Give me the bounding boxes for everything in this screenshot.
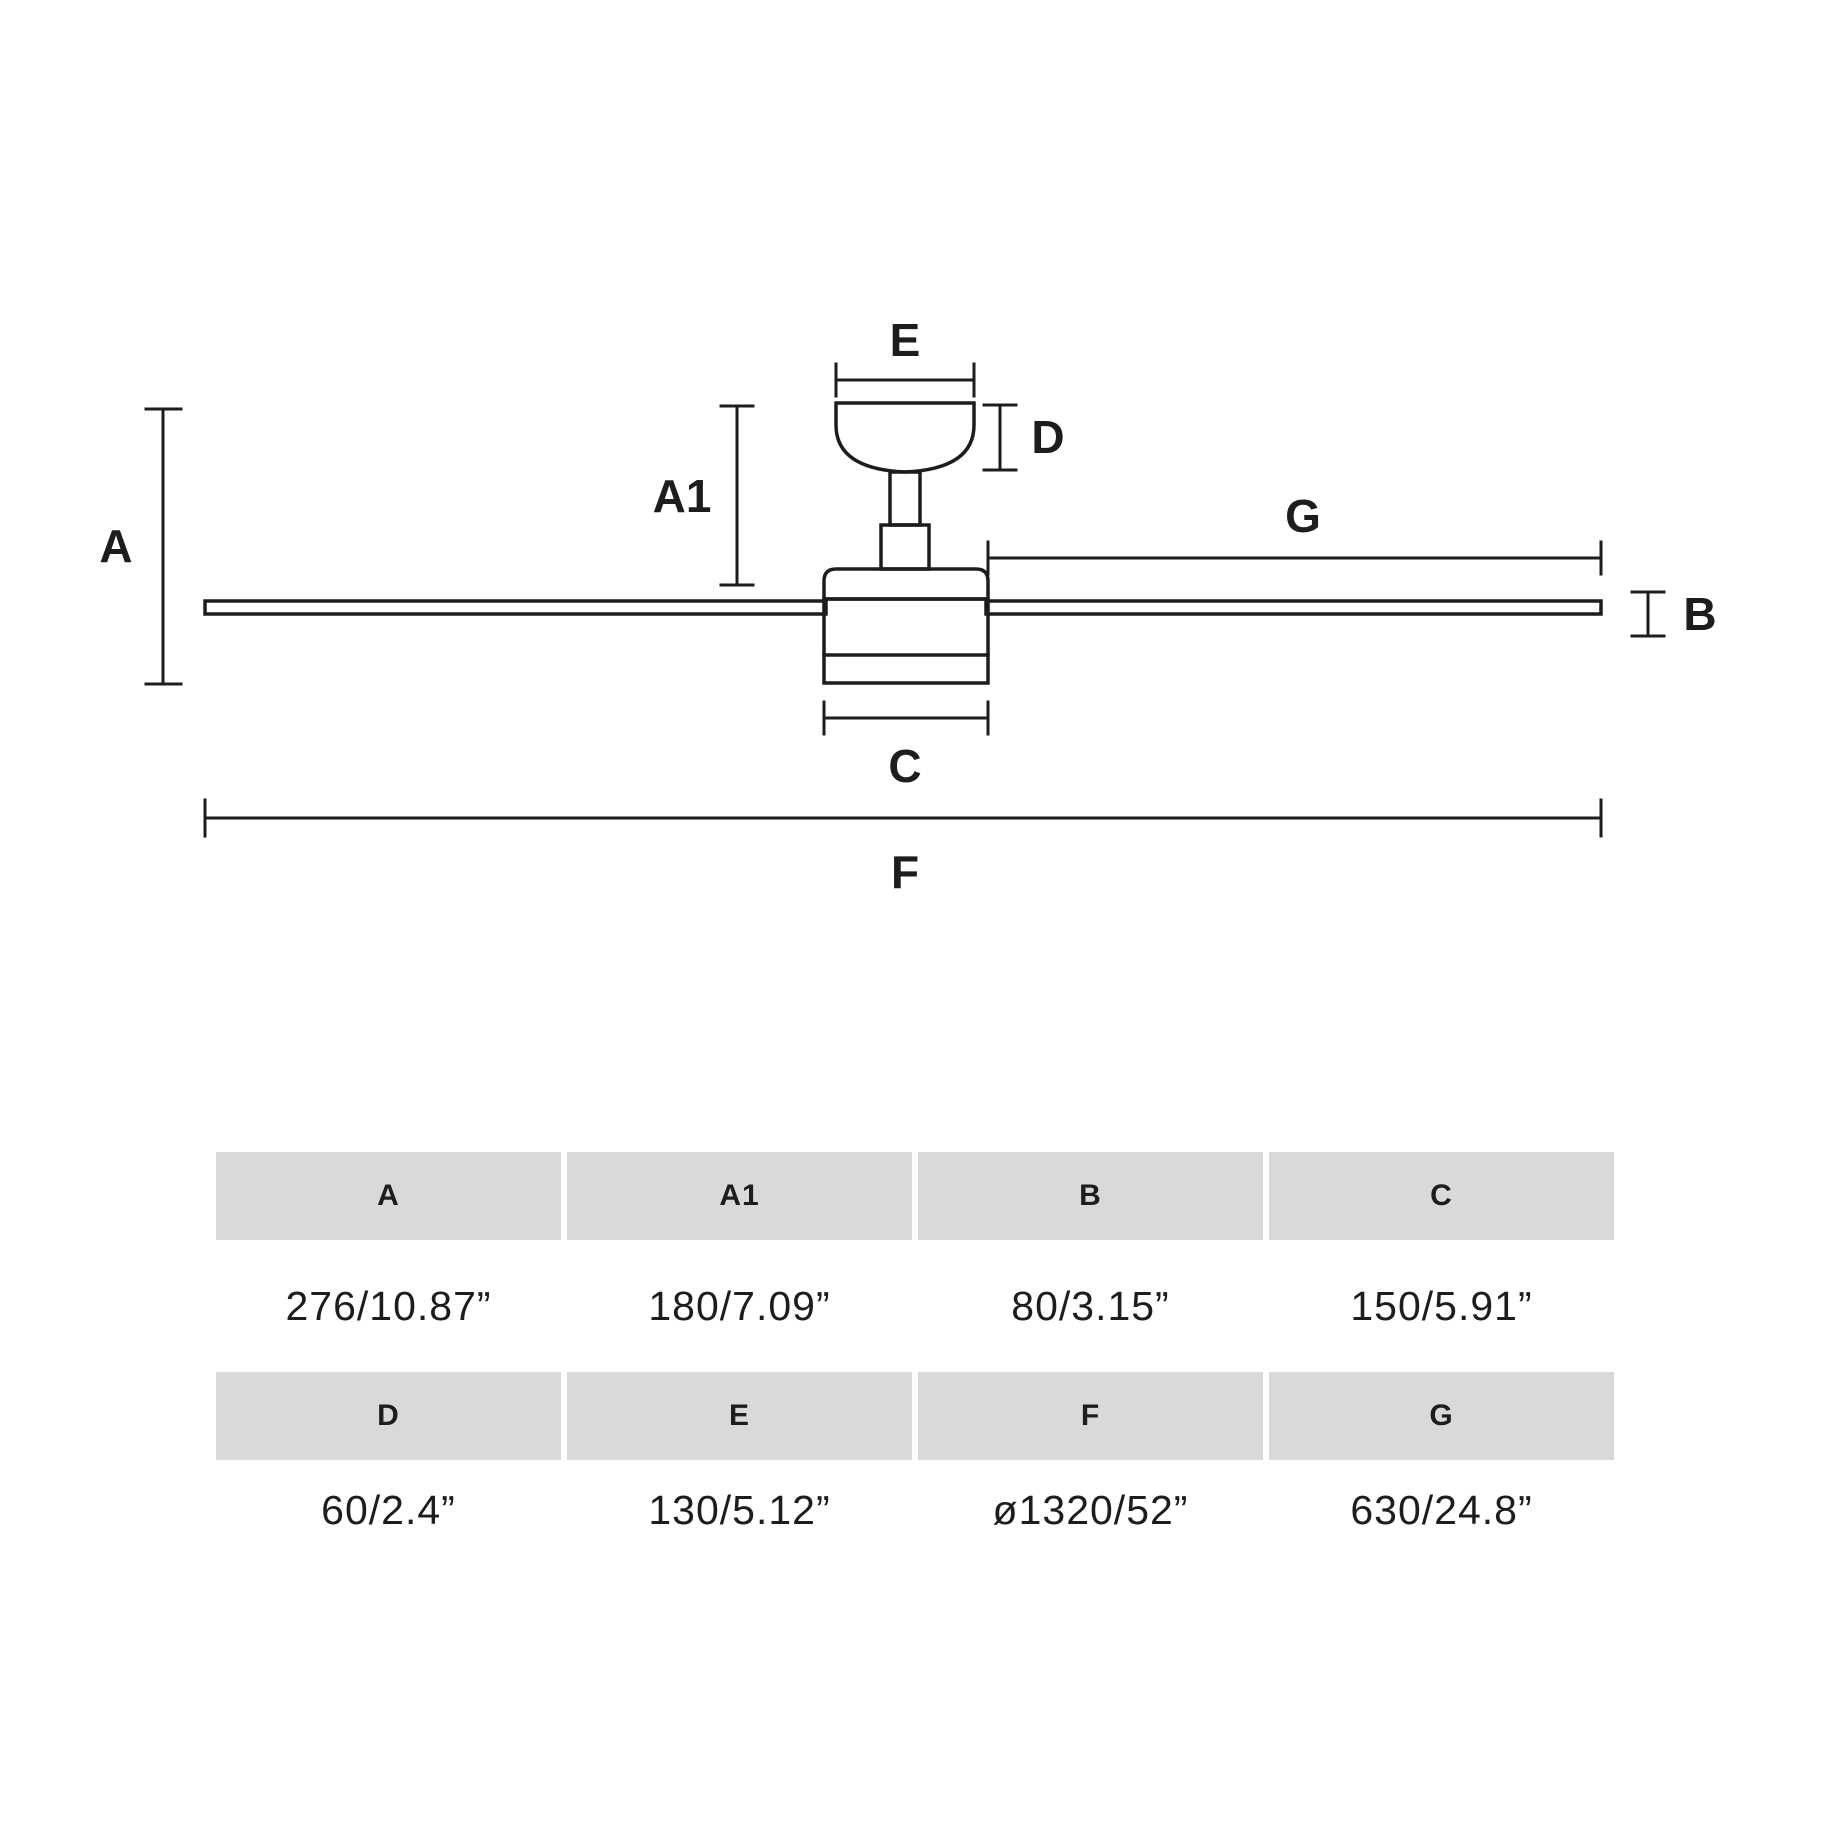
fan-canopy bbox=[834, 401, 976, 474]
value-cell-f: ø1320/52” bbox=[918, 1460, 1263, 1560]
fan-motor-cap bbox=[822, 567, 990, 601]
value-cell-e: 130/5.12” bbox=[567, 1460, 912, 1560]
dim-line-c bbox=[822, 700, 990, 736]
header-cell-f: F bbox=[918, 1372, 1263, 1460]
value-cell-a: 276/10.87” bbox=[216, 1240, 561, 1372]
dim-label-f: F bbox=[891, 846, 919, 898]
header-cell-g: G bbox=[1269, 1372, 1614, 1460]
dim-label-b: B bbox=[1683, 588, 1716, 640]
fan-blade-right bbox=[984, 599, 1603, 616]
fan-downrod bbox=[888, 470, 922, 527]
fan-coupler bbox=[879, 523, 931, 571]
dim-line-d bbox=[982, 403, 1018, 472]
dim-line-a bbox=[144, 407, 183, 686]
fan-motor-body bbox=[822, 597, 990, 685]
dim-label-c: C bbox=[888, 740, 921, 792]
header-cell-a: A bbox=[216, 1152, 561, 1240]
table-value-row-1: 276/10.87” 180/7.09” 80/3.15” 150/5.91” bbox=[216, 1240, 1614, 1372]
dim-label-d: D bbox=[1031, 411, 1064, 463]
table-header-row-2: D E F G bbox=[216, 1372, 1614, 1460]
dim-line-a1 bbox=[719, 404, 755, 587]
table-value-row-2: 60/2.4” 130/5.12” ø1320/52” 630/24.8” bbox=[216, 1460, 1614, 1560]
value-cell-c: 150/5.91” bbox=[1269, 1240, 1614, 1372]
header-cell-e: E bbox=[567, 1372, 912, 1460]
value-cell-d: 60/2.4” bbox=[216, 1460, 561, 1560]
header-cell-a1: A1 bbox=[567, 1152, 912, 1240]
dim-line-f bbox=[203, 798, 1603, 838]
fan-diagram-svg: E D A1 A G B C F bbox=[99, 314, 1716, 898]
dim-label-g: G bbox=[1285, 490, 1321, 542]
header-cell-b: B bbox=[918, 1152, 1263, 1240]
dim-line-b bbox=[1630, 590, 1666, 638]
dim-line-e bbox=[834, 362, 976, 398]
dim-label-e: E bbox=[890, 314, 921, 366]
dim-line-g bbox=[986, 540, 1603, 576]
value-cell-b: 80/3.15” bbox=[918, 1240, 1263, 1372]
header-cell-c: C bbox=[1269, 1152, 1614, 1240]
table-header-row-1: A A1 B C bbox=[216, 1152, 1614, 1240]
fan-blade-left bbox=[203, 599, 828, 616]
fan-dimension-diagram: E D A1 A G B C F bbox=[99, 314, 1716, 898]
dim-label-a: A bbox=[99, 520, 132, 572]
dimension-table: A A1 B C 276/10.87” 180/7.09” 80/3.15” 1… bbox=[216, 1152, 1614, 1560]
value-cell-g: 630/24.8” bbox=[1269, 1460, 1614, 1560]
dim-label-a1: A1 bbox=[653, 470, 712, 522]
header-cell-d: D bbox=[216, 1372, 561, 1460]
value-cell-a1: 180/7.09” bbox=[567, 1240, 912, 1372]
